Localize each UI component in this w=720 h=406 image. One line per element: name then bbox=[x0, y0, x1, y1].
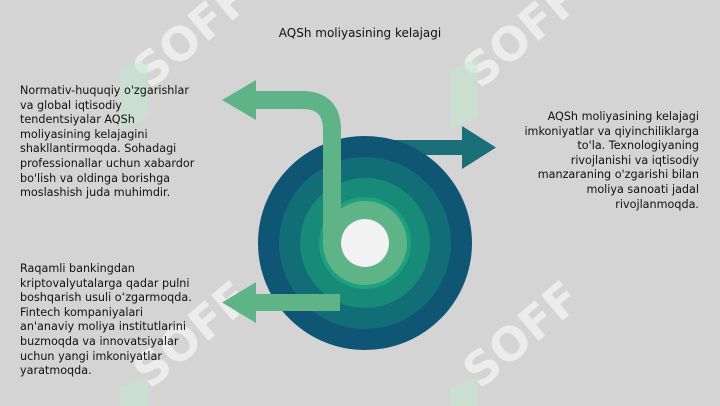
text-block-left-bottom: Raqamli bankingdan kriptovalyutalarga qa… bbox=[20, 262, 192, 378]
arrow-top-left-head bbox=[222, 80, 256, 120]
arrow-right-head bbox=[462, 126, 496, 169]
arrow-spiral bbox=[222, 80, 407, 323]
spiral-stem bbox=[250, 91, 341, 243]
center-hole bbox=[341, 219, 389, 267]
page-title: AQSh moliyasining kelajagi bbox=[278, 26, 442, 40]
text-block-left-top: Normativ-huquqiy o'zgarishlar va global … bbox=[20, 84, 195, 200]
arrow-bottom-left-head bbox=[222, 282, 256, 323]
arrow-bottom-left-shaft bbox=[250, 294, 340, 311]
text-block-right: AQSh moliyasining kelajagi imkoniyatlar … bbox=[524, 110, 699, 211]
